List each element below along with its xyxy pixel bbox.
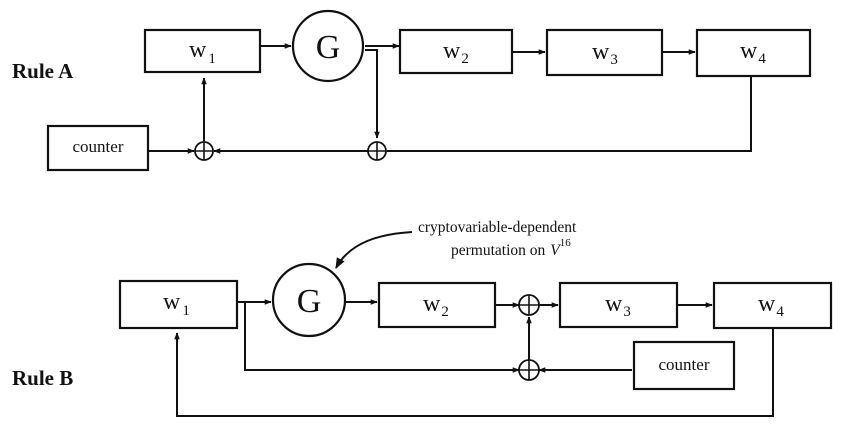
rule-a-w4-box: w4 — [695, 28, 812, 78]
counter-label: counter — [659, 355, 710, 374]
w2-base: w — [423, 291, 441, 317]
g-label: G — [316, 29, 341, 66]
svg-text:w4: w4 — [740, 38, 766, 67]
w3-subscript: 3 — [623, 304, 631, 320]
rule-b-wires — [174, 299, 774, 417]
rule-b-label: Rule B — [12, 366, 73, 390]
svg-text:w3: w3 — [605, 291, 631, 320]
w3-base: w — [592, 39, 610, 65]
w2-subscript: 2 — [461, 51, 469, 67]
rule-a-label: Rule A — [12, 59, 74, 83]
wire-w4-feedback — [387, 76, 752, 152]
svg-text:w4: w4 — [758, 291, 784, 320]
svg-text:w3: w3 — [592, 39, 618, 68]
rule-a-w2-box: w2 — [398, 28, 514, 75]
rule-a-counter-box: counter — [46, 124, 150, 172]
wire-w1-tap-bypass — [241, 301, 520, 373]
w4-subscript: 4 — [758, 51, 766, 67]
rule-b-xor-bottom — [518, 359, 540, 381]
w3-base: w — [605, 291, 623, 317]
annotation-pointer-arrow — [335, 231, 413, 269]
rule-b-counter-box: counter — [632, 340, 736, 391]
rule-a-wires — [148, 43, 752, 154]
rule-b-w2-box: w2 — [377, 281, 497, 329]
rule-a-g-circle: G — [291, 9, 365, 83]
w2-base: w — [443, 38, 461, 64]
w1-base: w — [163, 289, 181, 315]
w4-base: w — [758, 291, 776, 317]
rule-a-xor-right — [367, 141, 387, 161]
svg-text:w1: w1 — [163, 289, 190, 319]
g-label: G — [297, 283, 322, 320]
w4-subscript: 4 — [776, 304, 784, 320]
svg-text:w2: w2 — [423, 291, 449, 320]
rule-a-w3-box: w3 — [545, 28, 664, 77]
counter-label: counter — [73, 137, 124, 156]
rule-b-section: Rule B cryptovariable-dependent permutat… — [12, 219, 833, 417]
wire-w4-feedback — [174, 328, 774, 417]
rule-b-g-circle: G — [271, 262, 347, 338]
w2-subscript: 2 — [441, 304, 449, 320]
rule-b-w4-box: w4 — [712, 281, 833, 330]
w1-subscript: 1 — [182, 303, 190, 319]
annotation-exponent: 16 — [560, 237, 572, 249]
annotation-space: V — [550, 242, 561, 259]
annotation-line2: permutation on — [451, 242, 546, 259]
svg-text:w2: w2 — [443, 38, 469, 67]
rule-a-xor-left — [194, 141, 214, 161]
rule-b-xor-top — [518, 294, 540, 316]
wire-g-tap-down — [365, 49, 380, 139]
w4-base: w — [740, 38, 758, 64]
w1-base: w — [189, 37, 207, 63]
rule-b-w3-box: w3 — [558, 281, 679, 329]
annotation-line1: cryptovariable-dependent — [418, 219, 577, 236]
w1-subscript: 1 — [208, 51, 216, 67]
w3-subscript: 3 — [610, 52, 618, 68]
svg-text:w1: w1 — [189, 37, 216, 67]
